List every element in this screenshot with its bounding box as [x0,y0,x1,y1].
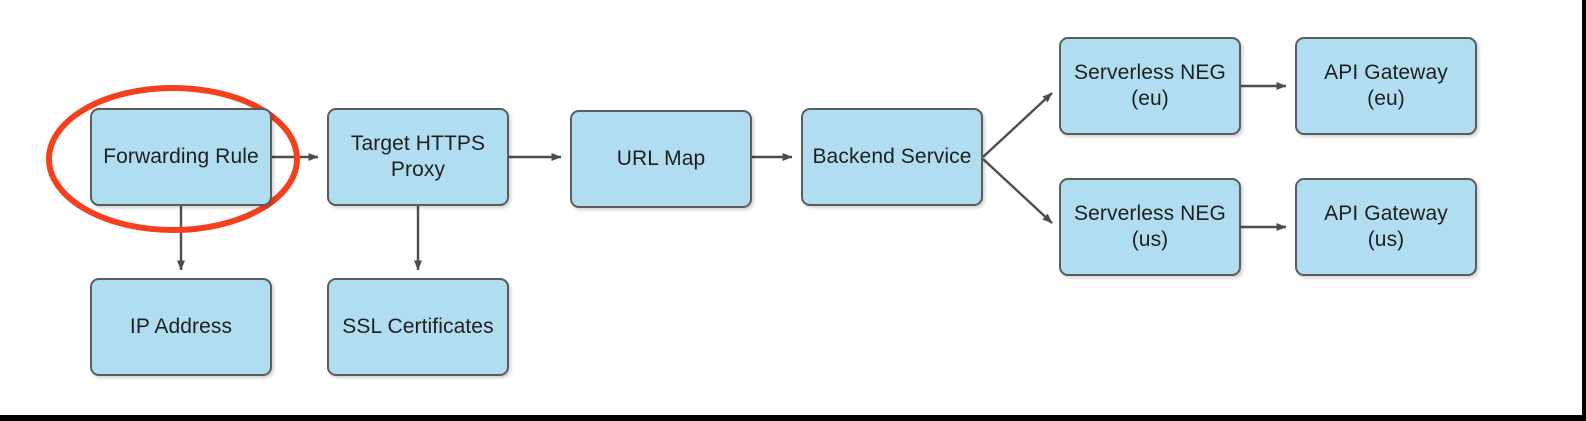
frame-bottom-border [0,415,1586,421]
edge-backend-service-to-serverless-neg-eu [982,92,1053,158]
node-api-gateway-us[interactable]: API Gateway (us) [1295,178,1477,276]
node-url-map[interactable]: URL Map [570,110,752,208]
node-forwarding-rule[interactable]: Forwarding Rule [90,108,272,206]
node-serverless-neg-eu[interactable]: Serverless NEG (eu) [1059,37,1241,135]
node-serverless-neg-us[interactable]: Serverless NEG (us) [1059,178,1241,276]
node-backend-service[interactable]: Backend Service [801,108,983,206]
node-ssl-certificates[interactable]: SSL Certificates [327,278,509,376]
node-target-https-proxy[interactable]: Target HTTPS Proxy [327,108,509,206]
frame-right-border [1582,0,1586,421]
edge-backend-service-to-serverless-neg-us [982,158,1053,224]
node-ip-address[interactable]: IP Address [90,278,272,376]
node-api-gateway-eu[interactable]: API Gateway (eu) [1295,37,1477,135]
highlight-ellipse-annotation [46,85,300,233]
